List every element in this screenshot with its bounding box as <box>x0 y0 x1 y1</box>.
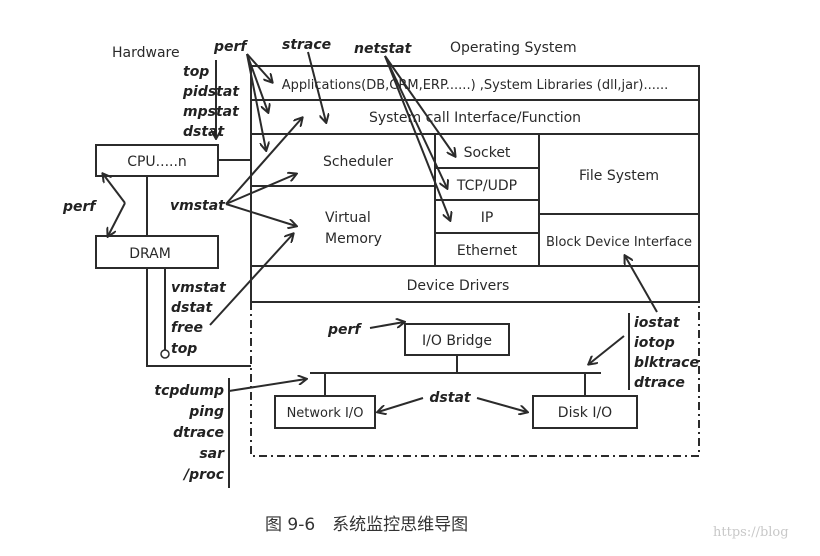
strace-arrow <box>307 51 326 122</box>
tcpdump-bus-arrow <box>228 379 306 392</box>
net-tool: tcpdump <box>154 383 224 399</box>
mem-tool: vmstat <box>171 280 227 296</box>
hardware-region-border <box>250 302 700 457</box>
dstat-network-arrow <box>378 397 424 412</box>
device-drivers-label: Device Drivers <box>407 278 510 294</box>
strace-tool: strace <box>282 37 331 53</box>
io-tool: blktrace <box>634 355 699 371</box>
device-drivers-layer <box>250 265 700 303</box>
perf-top-tool: perf <box>213 39 248 55</box>
ip-box <box>434 199 540 234</box>
watermark: https://blog <box>713 525 789 540</box>
netstat-tcp-arrow <box>384 55 447 188</box>
net-tool: ping <box>188 404 224 420</box>
disk-io-label: Disk I/O <box>558 405 612 421</box>
cpu-tool: pidstat <box>182 84 240 100</box>
cpu-label: CPU.....n <box>127 154 187 170</box>
perf-to-apps-arrow <box>246 53 272 82</box>
perf-to-scheduler-arrow <box>246 53 266 150</box>
io-bridge-label: I/O Bridge <box>422 333 492 349</box>
virtual-memory-label-line1: Virtual <box>325 210 371 226</box>
block-device-label: Block Device Interface <box>546 235 692 250</box>
netstat-ip-arrow <box>384 55 450 220</box>
net-tool: /proc <box>182 467 225 483</box>
figure-caption: 图 9-6 系统监控思维导图 <box>265 515 468 535</box>
probe-circle-icon <box>160 349 170 359</box>
ethernet-label: Ethernet <box>457 243 518 259</box>
net-tool: dtrace <box>173 425 224 441</box>
perf-bridge-line <box>369 322 404 329</box>
mem-tool: dstat <box>171 300 213 316</box>
dstat-disk-arrow <box>476 397 527 412</box>
cpu-tool: top <box>183 64 209 80</box>
perf-bridge-tool: perf <box>327 322 362 338</box>
vmstat-memory-arrow <box>225 203 296 226</box>
vmstat-tool: vmstat <box>170 198 226 214</box>
io-tool: iostat <box>634 315 681 331</box>
operating-system-label: Operating System <box>450 40 577 56</box>
virtual-memory-box <box>250 185 436 267</box>
cpu-box <box>95 144 219 177</box>
net-tool: sar <box>199 446 225 462</box>
iostat-block-arrow <box>625 256 658 313</box>
free-memory-arrow <box>209 234 293 326</box>
io-bridge-box <box>404 323 510 356</box>
perf-cpu-arrow <box>103 174 126 204</box>
perf-left-tool: perf <box>62 199 97 215</box>
dram-label: DRAM <box>129 246 171 262</box>
vmstat-syscall-arrow <box>225 118 302 205</box>
virtual-memory-label-line2: Memory <box>325 231 382 247</box>
cpu-tool: dstat <box>183 124 225 140</box>
dram-box <box>95 235 219 269</box>
perf-to-syscall-arrow <box>246 53 268 112</box>
iostat-bus-arrow <box>589 335 625 364</box>
mem-tool: top <box>171 341 197 357</box>
netstat-socket-arrow <box>384 55 455 156</box>
perf-dram-arrow <box>108 202 126 236</box>
file-system-box <box>538 133 700 215</box>
tcp-udp-label: TCP/UDP <box>456 178 517 194</box>
applications-label: Applications(DB,CRM,ERP......) ,System L… <box>282 78 669 93</box>
network-io-label: Network I/O <box>287 406 364 421</box>
netstat-tool: netstat <box>354 41 413 57</box>
applications-layer <box>250 65 700 101</box>
hardware-label: Hardware <box>112 45 180 61</box>
io-tool: iotop <box>634 335 675 351</box>
vmstat-scheduler-arrow <box>225 174 296 205</box>
socket-label: Socket <box>464 145 511 161</box>
file-system-label: File System <box>579 168 659 184</box>
syscall-label: System call Interface/Function <box>369 110 581 126</box>
io-tool: dtrace <box>634 375 685 391</box>
ip-label: IP <box>481 210 494 226</box>
dstat-bottom-tool: dstat <box>429 390 471 406</box>
scheduler-label: Scheduler <box>323 154 393 170</box>
cpu-tool: mpstat <box>183 104 240 120</box>
dram-bus-line <box>146 268 251 367</box>
mem-tool: free <box>171 320 203 336</box>
